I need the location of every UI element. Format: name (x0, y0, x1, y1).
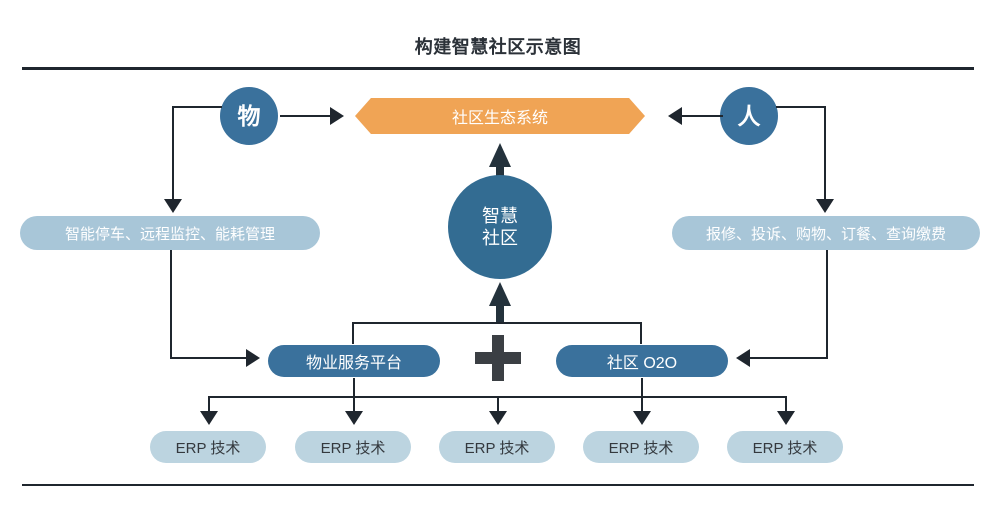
connector-erp-drop-4 (641, 396, 643, 414)
arrowhead-right-bar-to-o2o (736, 349, 750, 367)
connector-platform-riser (352, 322, 354, 344)
connector-platform-down (353, 378, 355, 397)
banner-ecosystem-label: 社区生态系统 (451, 110, 548, 127)
bar-people-services[interactable]: 报修、投诉、购物、订餐、查询缴费 (672, 216, 980, 250)
bar-people-services-label: 报修、投诉、购物、订餐、查询缴费 (705, 225, 946, 243)
node-smart-community-circle[interactable]: 智慧 社区 (448, 175, 552, 279)
page-title: 构建智慧社区示意图 (414, 37, 582, 57)
connector-ren-down-line (824, 106, 826, 202)
node-smart-community-line1: 智慧 (482, 205, 518, 226)
connector-right-bar-left (748, 357, 828, 359)
node-erp-3-label: ERP 技术 (464, 439, 530, 457)
arrowhead-erp-4 (633, 411, 651, 425)
arrowhead-erp-3 (489, 411, 507, 425)
connector-right-bar-down (826, 250, 828, 358)
node-erp-5[interactable]: ERP 技术 (727, 431, 843, 463)
node-erp-2[interactable]: ERP 技术 (295, 431, 411, 463)
node-erp-5-label: ERP 技术 (752, 439, 818, 457)
connector-ren-right-line (776, 106, 826, 108)
connector-wu-down-line (172, 106, 174, 202)
connector-ren-to-banner-line (681, 115, 723, 117)
arrowhead-erp-5 (777, 411, 795, 425)
node-erp-2-label: ERP 技术 (320, 439, 386, 457)
connector-wu-left-line (172, 106, 222, 108)
node-erp-4-label: ERP 技术 (608, 439, 674, 457)
node-wu-circle[interactable]: 物 (220, 87, 278, 145)
connector-o2o-riser (640, 322, 642, 344)
node-property-platform[interactable]: 物业服务平台 (268, 345, 440, 377)
node-community-o2o[interactable]: 社区 O2O (556, 345, 728, 377)
arrowhead-ren-to-right-bar (816, 199, 834, 213)
bar-thing-services-label: 智能停车、远程监控、能耗管理 (64, 225, 275, 243)
connector-wu-to-banner-line (280, 115, 332, 117)
node-ren-label: 人 (737, 102, 761, 129)
connector-erp-drop-3 (497, 396, 499, 414)
node-smart-community-line2: 社区 (482, 228, 518, 248)
arrowhead-erp-2 (345, 411, 363, 425)
connector-bus-to-center-stem (496, 296, 504, 322)
node-ren-circle[interactable]: 人 (720, 87, 778, 145)
arrowhead-center-to-banner (489, 143, 511, 167)
node-erp-3[interactable]: ERP 技术 (439, 431, 555, 463)
connector-erp-drop-1 (208, 396, 210, 414)
connector-erp-drop-2 (353, 396, 355, 414)
connector-erp-drop-5 (785, 396, 787, 414)
arrowhead-bus-to-center (489, 282, 511, 306)
arrowhead-wu-to-banner (330, 107, 344, 125)
arrowhead-ren-to-banner (668, 107, 682, 125)
bar-thing-services[interactable]: 智能停车、远程监控、能耗管理 (20, 216, 320, 250)
node-property-platform-label: 物业服务平台 (305, 355, 402, 372)
banner-ecosystem[interactable]: 社区生态系统 (355, 98, 645, 134)
arrowhead-wu-to-left-bar (164, 199, 182, 213)
arrowhead-left-bar-to-platform (246, 349, 260, 367)
node-community-o2o-label: 社区 O2O (606, 355, 678, 372)
connector-platform-o2o-bus (352, 322, 642, 324)
node-wu-label: 物 (237, 102, 261, 129)
connector-center-to-banner-stem (496, 157, 504, 183)
node-smart-community-label: 智慧 社区 (482, 205, 518, 250)
node-erp-1-label: ERP 技术 (175, 439, 241, 457)
header-divider (22, 67, 974, 70)
connector-o2o-down (641, 378, 643, 397)
connector-left-bar-right (170, 357, 250, 359)
plus-icon (475, 335, 521, 381)
connector-left-bar-down (170, 250, 172, 358)
arrowhead-erp-1 (200, 411, 218, 425)
footer-divider (22, 484, 974, 486)
node-erp-4[interactable]: ERP 技术 (583, 431, 699, 463)
node-erp-1[interactable]: ERP 技术 (150, 431, 266, 463)
plus-icon-vertical (492, 335, 504, 381)
